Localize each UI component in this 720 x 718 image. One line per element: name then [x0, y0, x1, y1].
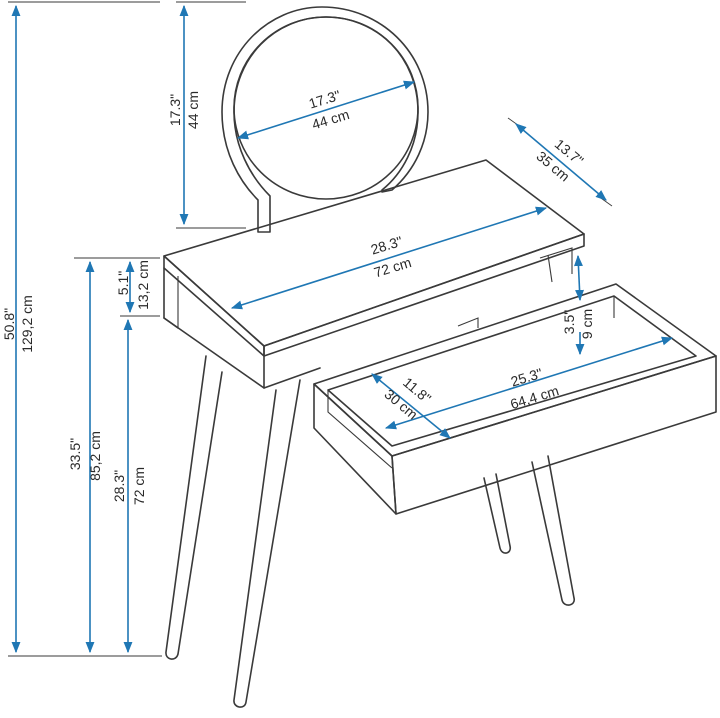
drawer-height-line	[573, 254, 585, 302]
seat-height-in: 33.5"	[67, 438, 83, 470]
total-height-in: 50.8"	[1, 308, 17, 340]
drawer	[313, 283, 717, 515]
extension-lines	[8, 1, 613, 657]
seat-height-cm: 85,2 cm	[87, 431, 103, 481]
table-legs	[165, 355, 575, 708]
apron-height-in: 5.1"	[115, 271, 131, 295]
mirror-height-cm: 44 cm	[185, 91, 201, 129]
total-height-cm: 129,2 cm	[19, 295, 35, 353]
drawer-height-in: 3.5"	[561, 310, 577, 334]
apron-height-cm: 13,2 cm	[135, 260, 151, 310]
mirror-frame	[221, 6, 429, 233]
leg-height-in: 28.3"	[111, 470, 127, 502]
top-width-in: 28.3"	[369, 233, 405, 258]
mirror-height-in: 17.3"	[167, 94, 183, 126]
dimension-lines	[11, 4, 674, 654]
mirror-width-line	[236, 80, 416, 140]
depth-line	[515, 123, 607, 201]
drawer-height-cm: 9 cm	[579, 309, 595, 339]
leg-height-cm: 72 cm	[131, 467, 147, 505]
furniture-outline	[163, 6, 717, 708]
table-body	[163, 247, 573, 389]
top-width-line	[230, 206, 548, 310]
drawer-depth-line	[371, 373, 451, 439]
dimension-labels: 50.8" 129,2 cm 17.3" 44 cm 17.3" 44 cm 1…	[1, 87, 595, 505]
drawer-width-in: 25.3"	[509, 365, 545, 390]
top-width-cm: 72 cm	[372, 254, 413, 280]
